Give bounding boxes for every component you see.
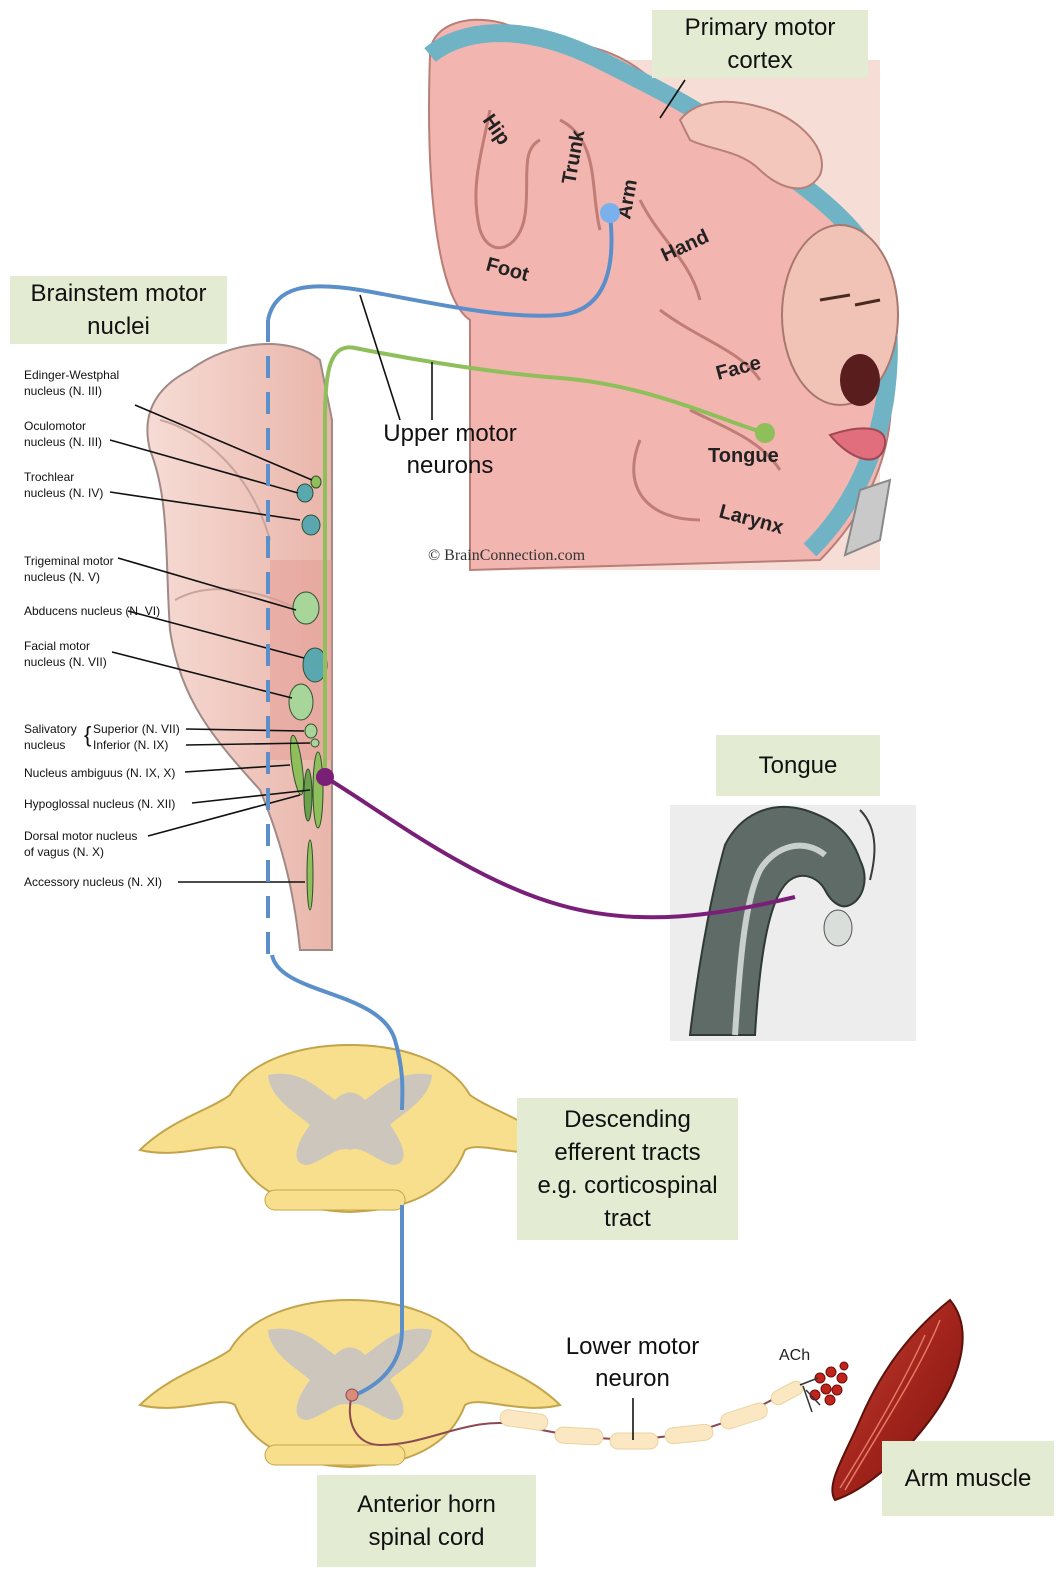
nucleus-label-line: Nucleus ambiguus (N. IX, X): [24, 765, 175, 781]
tongue-neuron-soma: [755, 423, 775, 443]
nucleus-label-line: nucleus (N. V): [24, 569, 114, 585]
nucleus-salivatory: Salivatory nucleus: [24, 721, 77, 753]
spinal-cord-section-upper: [140, 1045, 560, 1212]
lower-motor-neuron-label: Lower motor neuron: [540, 1331, 725, 1395]
nucleus-trochlear: Trochlear nucleus (N. IV): [24, 469, 103, 501]
descending-tracts-line3: e.g. corticospinal: [537, 1169, 717, 1202]
lower-motor-neuron-line2: neuron: [540, 1363, 725, 1395]
descending-tracts-line4: tract: [604, 1202, 651, 1235]
nucleus-ambiguus: Nucleus ambiguus (N. IX, X): [24, 765, 175, 781]
tongue-box-label: Tongue: [759, 749, 838, 782]
cortex-region-tongue: Tongue: [708, 445, 779, 467]
ach-vesicles: [810, 1362, 848, 1405]
nucleus-label-line: nucleus (N. III): [24, 383, 119, 399]
primary-motor-cortex-line2: cortex: [727, 44, 792, 77]
nucleus-label-line: Dorsal motor nucleus: [24, 828, 137, 844]
nucleus-label-line: Facial motor: [24, 638, 107, 654]
brainstem-motor-nuclei-line1: Brainstem motor: [30, 277, 206, 310]
nucleus-edinger-westphal: Edinger-Westphal nucleus (N. III): [24, 367, 119, 399]
nucleus-label-line: Inferior (N. IX): [93, 737, 168, 753]
nucleus-hypoglossal: Hypoglossal nucleus (N. XII): [24, 796, 175, 812]
motor-cortex-illustration: [429, 20, 898, 570]
nucleus-trigeminal-motor: Trigeminal motor nucleus (N. V): [24, 553, 114, 585]
upper-motor-neurons-label: Upper motor neurons: [360, 418, 540, 482]
brainstem-illustration: [147, 344, 332, 950]
upper-motor-neurons-line1: Upper motor: [360, 418, 540, 450]
nucleus-oculomotor: Oculomotor nucleus (N. III): [24, 418, 102, 450]
nucleus-label-line: nucleus (N. VII): [24, 654, 107, 670]
primary-motor-cortex-line1: Primary motor: [685, 11, 836, 44]
nucleus-label-line: nucleus: [24, 737, 77, 753]
anterior-horn-line2: spinal cord: [368, 1521, 484, 1554]
tongue-box: Tongue: [716, 735, 880, 796]
nucleus-label-line: Edinger-Westphal: [24, 367, 119, 383]
hypoglossal-neuron-soma: [316, 768, 334, 786]
nucleus-label-line: nucleus (N. IV): [24, 485, 103, 501]
nucleus-label-line: Hypoglossal nucleus (N. XII): [24, 796, 175, 812]
nucleus-label-line: Trigeminal motor: [24, 553, 114, 569]
nucleus-label-line: nucleus (N. III): [24, 434, 102, 450]
nucleus-facial-motor: Facial motor nucleus (N. VII): [24, 638, 107, 670]
nucleus-label-line: Accessory nucleus (N. XI): [24, 874, 162, 890]
primary-motor-cortex-box: Primary motor cortex: [652, 10, 868, 78]
upper-motor-neurons-line2: neurons: [360, 450, 540, 482]
brainstem-motor-nuclei-box: Brainstem motor nuclei: [10, 276, 227, 344]
arm-muscle-box: Arm muscle: [882, 1441, 1054, 1516]
nucleus-dorsal-motor-vagus: Dorsal motor nucleus of vagus (N. X): [24, 828, 137, 860]
descending-tracts-line1: Descending: [564, 1103, 691, 1136]
anterior-horn-box: Anterior horn spinal cord: [317, 1475, 536, 1567]
nucleus-label-line: Salivatory: [24, 721, 77, 737]
ach-label: ACh: [779, 1347, 810, 1364]
nucleus-accessory: Accessory nucleus (N. XI): [24, 874, 162, 890]
descending-tracts-box: Descending efferent tracts e.g. corticos…: [517, 1098, 738, 1240]
lower-motor-neuron-line1: Lower motor: [540, 1331, 725, 1363]
nucleus-label-line: Trochlear: [24, 469, 103, 485]
nucleus-salivatory-superior: Superior (N. VII): [93, 721, 180, 737]
nucleus-label-line: Abducens nucleus (N. VI): [24, 603, 160, 619]
salivatory-bracket: {: [84, 719, 91, 751]
copyright-text: © BrainConnection.com: [428, 547, 586, 564]
arm-muscle-label: Arm muscle: [905, 1462, 1032, 1495]
tongue-sagittal-image: [670, 805, 916, 1041]
arm-neuron-soma: [600, 203, 620, 223]
nucleus-salivatory-inferior: Inferior (N. IX): [93, 737, 168, 753]
nucleus-label-line: Superior (N. VII): [93, 721, 180, 737]
nucleus-abducens: Abducens nucleus (N. VI): [24, 603, 160, 619]
nucleus-label-line: Oculomotor: [24, 418, 102, 434]
anterior-horn-line1: Anterior horn: [357, 1488, 496, 1521]
descending-tracts-line2: efferent tracts: [554, 1136, 700, 1169]
spinal-cord-section-lower: [140, 1300, 560, 1467]
nucleus-label-line: of vagus (N. X): [24, 844, 137, 860]
brainstem-motor-nuclei-line2: nuclei: [87, 310, 150, 343]
